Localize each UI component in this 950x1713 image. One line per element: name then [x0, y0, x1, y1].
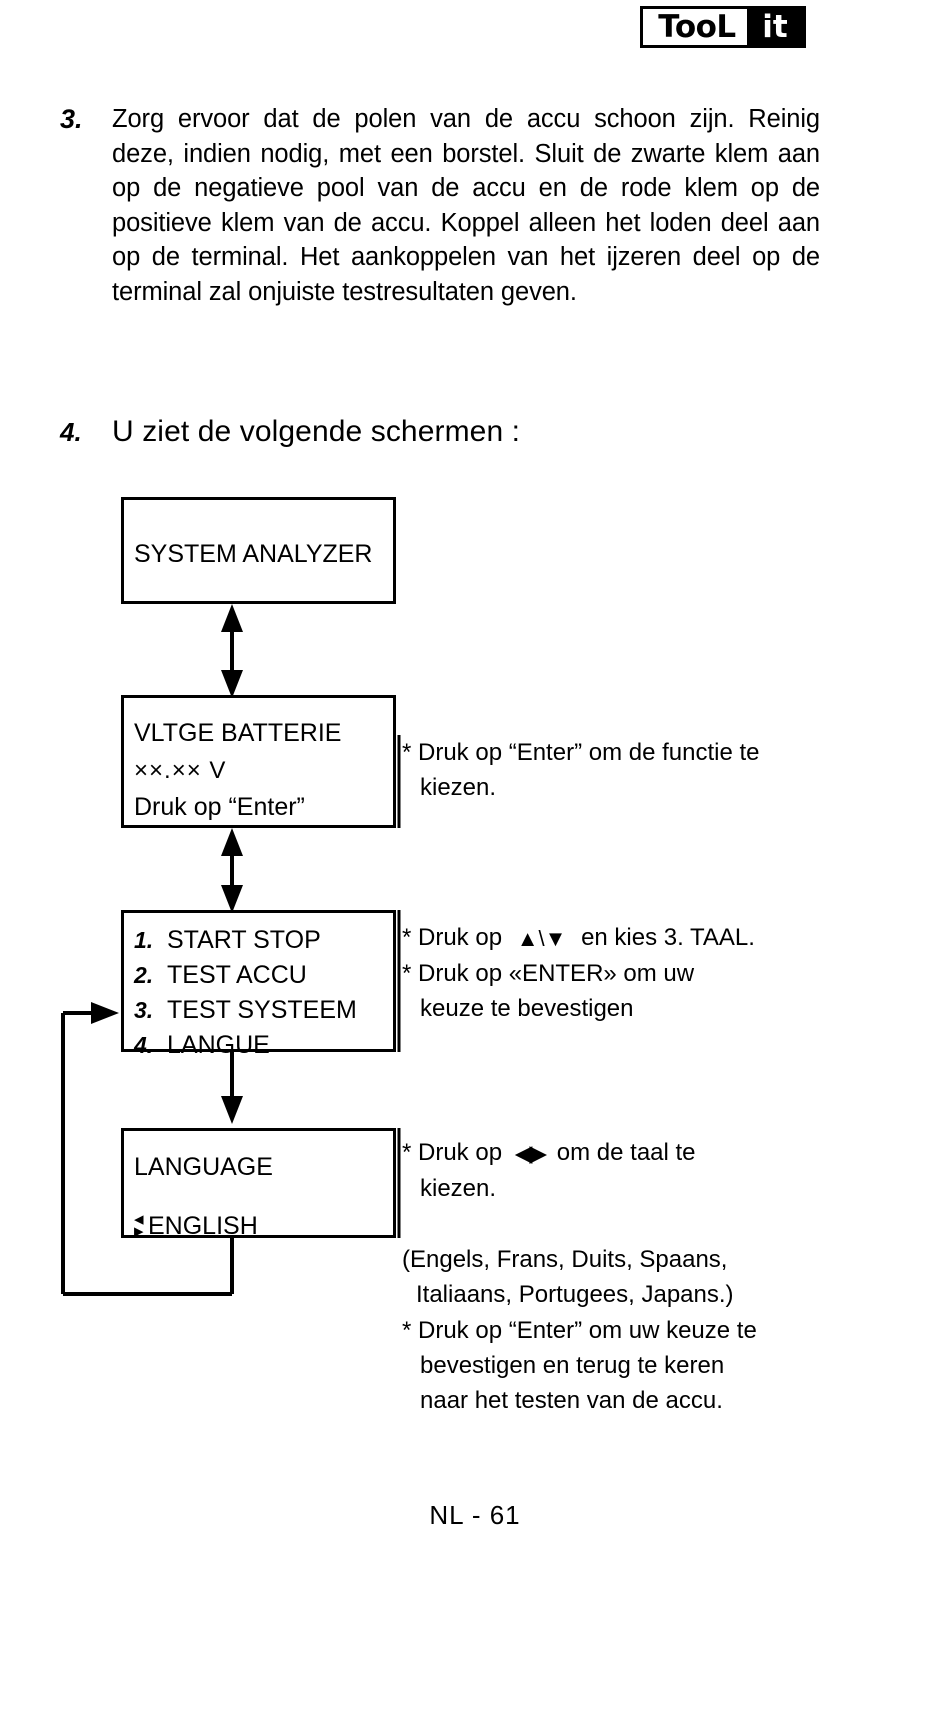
step-3-text: Zorg ervoor dat de polen van de accu sch…: [112, 105, 820, 306]
language-value: ENGLISH: [148, 1212, 258, 1240]
menu-label: START STOP: [167, 926, 321, 954]
menu-item-start-stop[interactable]: 1. START STOP: [134, 923, 393, 958]
menu-item-test-systeem[interactable]: 3. TEST SYSTEEM: [134, 993, 393, 1028]
menu-label: TEST SYSTEEM: [167, 996, 357, 1024]
note-confirm-selection: * Druk op “Enter” om uw keuze te bevesti…: [402, 1313, 902, 1418]
step-3-number: 3.: [60, 104, 83, 134]
step-4-title: U ziet de volgende schermen :: [112, 415, 521, 448]
note-text: * Druk op: [402, 1139, 503, 1166]
logo-text-tool: TooL: [643, 9, 747, 45]
brand-logo: TooL it: [640, 6, 806, 48]
instruction-step-4: 4. U ziet de volgende schermen :: [60, 413, 820, 451]
note-line: * Druk op ◀▶ om de taal te: [402, 1135, 822, 1171]
note-line: * Druk op “Enter” om uw keuze te: [402, 1317, 757, 1344]
lcd-screen-system-analyzer: SYSTEM ANALYZER: [121, 497, 396, 604]
up-down-arrow-icon: ▲\▼: [516, 926, 567, 952]
lcd-screen-language: LANGUAGE ◂ ▸ ENGLISH: [121, 1128, 396, 1242]
menu-label: TEST ACCU: [167, 961, 307, 989]
lcd-line: VLTGE BATTERIE: [134, 719, 342, 747]
note-line: kiezen.: [420, 1175, 497, 1203]
logo-text-it: it: [747, 9, 803, 45]
note-line: keuze te bevestigen: [420, 995, 634, 1023]
menu-index: 1.: [134, 927, 154, 953]
lcd-line-voltage: ××.×× V: [134, 757, 227, 784]
note-enter-function: * Druk op “Enter” om de functie te kieze…: [402, 735, 822, 805]
step-4-number: 4.: [60, 417, 82, 447]
note-language-list: (Engels, Frans, Duits, Spaans, Italiaans…: [402, 1242, 902, 1312]
lcd-screen-main-menu: 1. START STOP 2. TEST ACCU 3. TEST SYSTE…: [121, 910, 396, 1059]
page-number: NL - 61: [429, 1500, 521, 1530]
menu-label: LANGUE: [167, 1031, 270, 1059]
note-line: Italiaans, Portugees, Japans.): [416, 1281, 734, 1308]
note-line: kiezen.: [420, 774, 497, 801]
lcd-line-language-title: LANGUAGE: [134, 1153, 273, 1181]
menu-index: 2.: [134, 962, 154, 988]
menu-item-langue[interactable]: 4. LANGUE: [134, 1028, 393, 1063]
menu-index: 3.: [134, 997, 154, 1023]
note-line: * Druk op “Enter” om de functie te: [402, 739, 760, 766]
lcd-line: SYSTEM ANALYZER: [134, 540, 373, 568]
page-footer: NL - 61: [0, 1500, 950, 1531]
lcd-line-hint: Druk op “Enter”: [134, 793, 305, 821]
menu-index: 4.: [134, 1032, 154, 1058]
note-text: * Druk op: [402, 924, 503, 951]
note-language-navigation: * Druk op ◀▶ om de taal te kiezen.: [402, 1135, 822, 1206]
menu-item-test-accu[interactable]: 2. TEST ACCU: [134, 958, 393, 993]
note-line: bevestigen en terug te keren: [420, 1352, 725, 1379]
note-menu-navigation: * Druk op ▲\▼ en kies 3. TAAL. * Druk op…: [402, 920, 842, 1026]
note-text: om de taal te: [556, 1139, 696, 1166]
left-right-caret-icon: ◂ ▸: [134, 1209, 144, 1242]
language-selector[interactable]: ◂ ▸ ENGLISH: [134, 1209, 393, 1242]
note-line: (Engels, Frans, Duits, Spaans,: [402, 1246, 728, 1273]
note-text: en kies 3. TAAL.: [581, 924, 755, 951]
left-right-arrow-icon: ◀▶: [514, 1140, 547, 1167]
instruction-step-3: 3. Zorg ervoor dat de polen van de accu …: [60, 102, 820, 309]
note-line: naar het testen van de accu.: [420, 1387, 723, 1414]
lcd-screen-battery-voltage: VLTGE BATTERIE ××.×× V Druk op “Enter”: [121, 695, 396, 828]
note-line: * Druk op «ENTER» om uw: [402, 960, 695, 988]
note-line: * Druk op ▲\▼ en kies 3. TAAL.: [402, 920, 842, 956]
